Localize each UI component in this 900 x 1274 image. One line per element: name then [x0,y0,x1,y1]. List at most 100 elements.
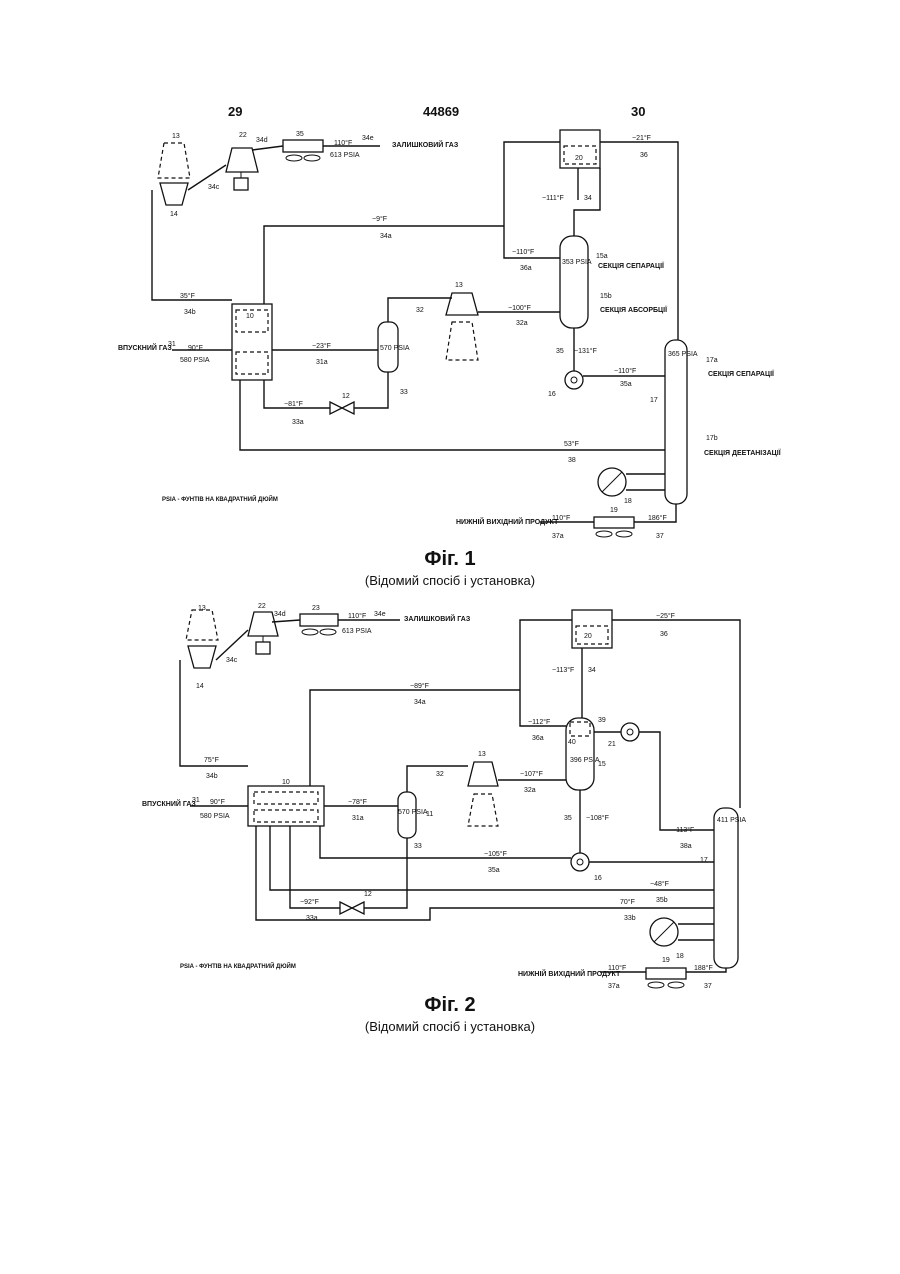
label-minus110f: −110°F [512,248,534,256]
heat-exchanger-10 [248,786,324,826]
label-34a: 34a [414,699,426,706]
label-22: 22 [239,132,247,139]
label-34: 34 [588,667,596,674]
label-580psia: 580 PSIA [180,357,210,364]
reflux-condenser-20 [572,610,612,648]
label-110f-c: 110°F [552,514,570,522]
label-20: 20 [584,633,592,640]
label-186f: 186°F [648,514,667,522]
label-188f: 188°F [694,964,713,972]
label-396psia: 396 PSIA [570,757,600,764]
label-separation-section: СЕКЦІЯ СЕПАРАЦІЇ [598,262,665,270]
demethanizer-column [714,808,738,968]
pump-16 [565,371,583,389]
demethanizer-column [665,340,687,504]
label-36a: 36a [520,265,532,272]
label-35: 35 [296,131,304,138]
label-580psia: 580 PSIA [200,813,230,820]
label-33b: 33b [624,915,636,922]
label-deethanization-section: СЕКЦІЯ ДЕЕТАНІЗАЦІЇ [704,449,782,457]
expander-13 [158,143,190,205]
label-613psia: 613 PSIA [330,152,360,159]
label-minus105f: −105°F [484,850,507,858]
label-33a: 33a [306,915,318,922]
label-10: 10 [246,313,254,320]
label-minus108f: −108°F [586,814,609,822]
label-residual-gas: ЗАЛИШКОВИЙ ГАЗ [404,614,471,623]
reflux-condenser-20 [560,130,600,168]
figure-2-title: Фіг. 2 [0,994,900,1017]
valve-12 [330,402,354,414]
label-32a: 32a [524,787,536,794]
label-34c: 34c [226,657,238,664]
label-35a: 35a [620,381,632,388]
label-34b: 34b [184,309,196,316]
absorber-column [560,236,588,328]
label-110f: 110°F [348,612,366,620]
label-32: 32 [416,307,424,314]
figure-1-diagram: 13 22 34d 35 110°F 34e 613 PSIA ЗАЛИШКОВ… [0,0,900,600]
label-bottom-product: НИЖНІЙ ВИХІДНИЙ ПРОДУКТ [518,969,621,978]
label-minus113f-b: −113°F [672,826,694,834]
reboiler-18 [650,918,678,946]
valve-12 [340,902,364,914]
label-411psia: 411 PSIA [717,817,746,824]
pump-16 [571,853,589,871]
figure-1-subtitle: (Відомий спосіб і установка) [0,573,900,588]
label-absorption-section: СЕКЦІЯ АБСОРБЦІЇ [600,306,668,314]
label-minus100f: −100°F [508,304,531,312]
label-36a: 36a [532,735,544,742]
label-35f: 35°F [180,292,195,300]
label-34e: 34e [374,611,386,618]
label-39: 39 [598,717,606,724]
reboiler-18 [598,468,626,496]
label-37: 37 [656,533,664,540]
label-minus112f: −112°F [528,718,550,726]
label-34a: 34a [380,233,392,240]
label-35: 35 [564,815,572,822]
figure-2-subtitle: (Відомий спосіб і установка) [0,1019,900,1034]
label-613psia: 613 PSIA [342,628,372,635]
label-bottom-product: НИЖНІЙ ВИХІДНИЙ ПРОДУКТ [456,517,559,526]
label-110f: 110°F [334,139,352,147]
label-32a: 32a [516,320,528,327]
label-minus9f: −9°F [372,215,387,223]
label-37: 37 [704,983,712,990]
pump-21 [621,723,639,741]
compressor-22 [248,612,278,654]
label-residual-gas: ЗАЛИШКОВИЙ ГАЗ [392,140,459,149]
label-34e: 34e [362,135,374,142]
label-14: 14 [196,683,204,690]
label-570psia: 570 PSIA [380,345,410,352]
cooler-35 [283,140,323,161]
label-20: 20 [575,155,583,162]
label-34d: 34d [274,611,286,618]
label-16: 16 [548,391,556,398]
label-13: 13 [198,605,206,612]
label-35-line: 35 [556,348,564,355]
label-minus21f: −21°F [632,134,651,142]
expander-13 [186,610,218,668]
legend-note-2: PSIA - ФУНТІВ НА КВАДРАТНИЙ ДЮЙМ [180,962,296,970]
label-35a: 35a [488,867,500,874]
cooler-19 [646,968,686,988]
label-15a: 15a [596,253,608,260]
label-10: 10 [282,779,290,786]
label-minus89f: −89°F [410,682,429,690]
label-31: 31 [192,797,200,804]
label-570psia: 570 PSIA [398,809,428,816]
label-inlet-gas: ВПУСКНИЙ ГАЗ [118,343,172,352]
label-minus81f: −81°F [284,400,303,408]
label-17a: 17a [706,357,718,364]
label-31a: 31a [352,815,364,822]
label-minus23f: −23°F [312,342,331,350]
label-33: 33 [414,843,422,850]
label-31: 31 [168,341,176,348]
label-minus48f: −48°F [650,880,669,888]
label-11: 11 [426,811,433,818]
label-15: 13 [455,282,463,289]
label-70f: 70°F [620,898,635,906]
label-minus111f: −111°F [542,194,564,202]
label-34c: 34c [208,184,220,191]
figure-1-title: Фіг. 1 [0,548,900,571]
